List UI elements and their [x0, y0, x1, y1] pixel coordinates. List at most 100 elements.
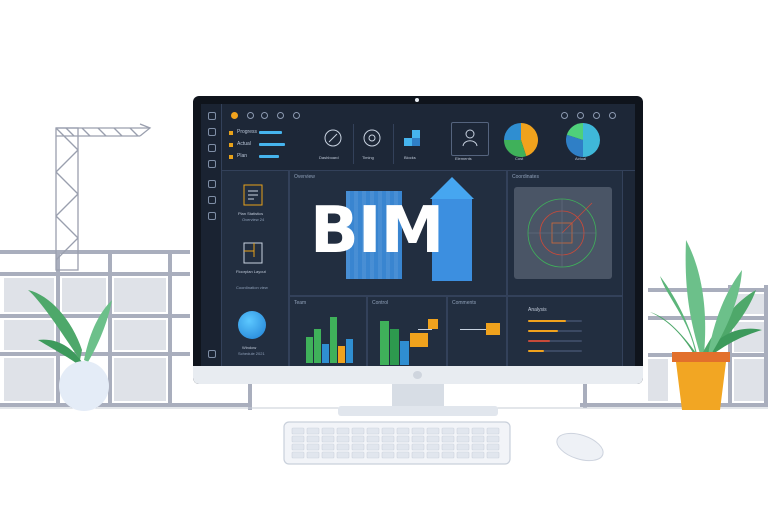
panel-title: Comments [452, 300, 477, 306]
key [411, 427, 425, 435]
blocks-icon [404, 130, 420, 146]
key [441, 435, 455, 443]
key [396, 435, 410, 443]
legend-row: Actual [229, 141, 309, 149]
pie-slice [566, 134, 583, 157]
tile-dashboard[interactable]: Dashboard [315, 124, 351, 164]
key [441, 427, 455, 435]
key [411, 435, 425, 443]
key [291, 443, 305, 451]
power-button[interactable] [413, 371, 422, 379]
radar-view [514, 187, 612, 279]
building-graphic-2 [432, 199, 472, 281]
key [306, 451, 320, 459]
layers-icon[interactable] [208, 160, 216, 168]
wall-grid-left [0, 250, 252, 410]
key [426, 443, 440, 451]
comment-line [460, 329, 488, 330]
pie-slice [583, 123, 600, 157]
share-icon[interactable] [277, 112, 284, 119]
settings-icon[interactable] [208, 350, 216, 358]
control-marker [410, 333, 428, 347]
hero-title: BIM [310, 194, 444, 268]
pie-slice [521, 123, 538, 157]
options-icon[interactable] [577, 112, 584, 119]
keyboard [283, 421, 511, 465]
key [321, 451, 335, 459]
top-bar: Progress Actual Plan Dashboard Timing [221, 104, 635, 171]
panel-title: Team [294, 300, 307, 306]
chart-bar [346, 339, 353, 363]
progress-fill [528, 330, 558, 332]
key [441, 443, 455, 451]
donut-chart [566, 123, 600, 157]
key [336, 443, 350, 451]
floorplan-icon [243, 242, 263, 264]
panel-title: Coordinates [512, 174, 539, 180]
progress-row [528, 317, 614, 325]
key [291, 451, 305, 459]
key [321, 427, 335, 435]
right-panel: Coordinates [507, 170, 623, 296]
key [306, 435, 320, 443]
mouse [556, 432, 604, 462]
progress-row [528, 347, 614, 355]
tile-actual[interactable]: Actual [561, 120, 605, 164]
monitor-chin [193, 366, 643, 384]
legend-row: Progress [229, 129, 309, 137]
pie-chart [504, 123, 538, 157]
key [306, 427, 320, 435]
logo-icon [231, 112, 238, 119]
legend-label: Actual [237, 141, 251, 147]
chart-icon[interactable] [208, 180, 216, 188]
key [471, 451, 485, 459]
key [456, 451, 470, 459]
legend-bar [259, 131, 282, 134]
tile-timing[interactable]: Timing [353, 124, 390, 164]
key [366, 443, 380, 451]
plant-right [650, 240, 762, 410]
legend-bar [259, 155, 279, 158]
tile-blocks[interactable]: Blocks [393, 124, 430, 164]
control-marker-small [428, 319, 438, 329]
tools-icon[interactable] [208, 212, 216, 220]
key [486, 427, 500, 435]
pie-slice [566, 123, 583, 140]
progress-track [528, 340, 582, 342]
search-icon[interactable] [247, 112, 254, 119]
folder-icon[interactable] [208, 144, 216, 152]
tile-label: Cost [515, 156, 524, 161]
progress-track [528, 350, 582, 352]
legend-label: Plan [237, 153, 248, 159]
progress-fill [528, 340, 550, 342]
item-subtitle: Overview 24 [242, 217, 265, 222]
gear-icon [363, 129, 381, 147]
control-bar-2 [390, 329, 399, 365]
building-graphic [346, 191, 402, 279]
bottom-panel-control: Control [367, 296, 447, 366]
user-icon[interactable] [561, 112, 568, 119]
tile-label: Actual [575, 156, 587, 161]
tile-cost[interactable]: Cost [499, 120, 543, 164]
cube-icon[interactable] [208, 196, 216, 204]
key [471, 443, 485, 451]
window-icon[interactable] [609, 112, 616, 119]
home-icon[interactable] [208, 128, 216, 136]
menu-icon[interactable] [208, 112, 216, 120]
legend-label: Progress [237, 129, 258, 135]
grid-icon[interactable] [293, 112, 300, 119]
key [471, 427, 485, 435]
help-icon[interactable] [593, 112, 600, 119]
pie-slice [504, 123, 521, 140]
chart-bar [322, 344, 329, 363]
key [381, 443, 395, 451]
key [351, 443, 365, 451]
tile-elements[interactable]: Elements [449, 122, 489, 164]
key [291, 435, 305, 443]
chart-bar [314, 329, 321, 363]
key [306, 443, 320, 451]
bell-icon[interactable] [261, 112, 268, 119]
building-graphic-stripes [346, 191, 402, 279]
pie-slice [504, 140, 527, 157]
